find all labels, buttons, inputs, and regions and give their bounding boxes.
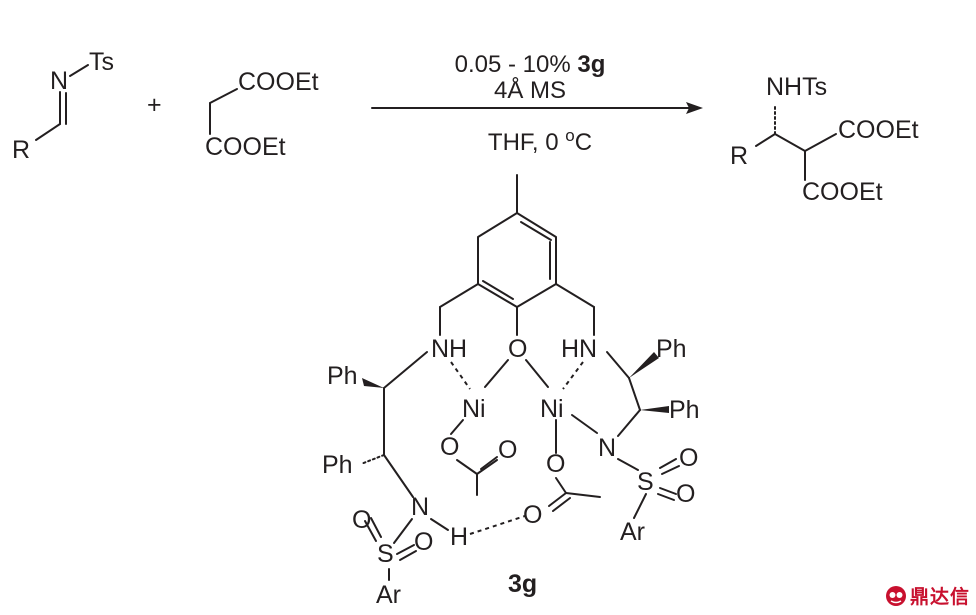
- catalyst-ar-left: Ar: [376, 581, 401, 609]
- watermark: 鼎达信: [885, 582, 970, 609]
- product-nhts-label: NHTs: [766, 73, 827, 101]
- catalyst-nh-left: NH: [431, 335, 467, 363]
- watermark-text: 鼎达信: [909, 586, 970, 608]
- imine-r-label: R: [12, 136, 30, 164]
- catalyst-label: 3g: [508, 570, 537, 598]
- catalyst-ph-lower-left: Ph: [322, 451, 353, 479]
- catalyst-ph-upper-left: Ph: [327, 362, 358, 390]
- imine-reactant: N Ts R: [12, 48, 114, 164]
- condition-catalyst-loading: 0.05 - 10% 3g: [455, 51, 606, 78]
- product-ester-top: COOEt: [838, 116, 919, 144]
- product-ester-bottom: COOEt: [802, 178, 883, 206]
- imine-n-label: N: [50, 67, 68, 95]
- catalyst-acetate-right-o1: O: [546, 450, 565, 478]
- imine-ts-label: Ts: [89, 48, 114, 76]
- watermark-logo-icon: [885, 585, 906, 606]
- catalyst-o-phenoxide: O: [508, 335, 527, 363]
- catalyst-ni-left: Ni: [462, 395, 486, 423]
- reaction-arrow: [371, 102, 703, 114]
- catalyst-sulfonyl-right-o2: O: [676, 480, 695, 508]
- catalyst-sulfonyl-left-o2: O: [414, 528, 433, 556]
- catalyst-acetate-right-o2: O: [523, 501, 542, 529]
- catalyst-sulfonyl-left-o1: O: [352, 506, 371, 534]
- malonate-ester-bottom: COOEt: [205, 133, 286, 161]
- catalyst-acetate-left-o1: O: [440, 433, 459, 461]
- catalyst-structure: [360, 174, 680, 581]
- malonate-ester-top: COOEt: [238, 68, 319, 96]
- catalyst-ph-lower-right: Ph: [669, 396, 700, 424]
- catalyst-h-left: H: [450, 523, 468, 551]
- catalyst-hn-right: HN: [561, 335, 597, 363]
- catalyst-n-left: N: [411, 493, 429, 521]
- catalyst-ph-upper-right: Ph: [656, 335, 687, 363]
- catalyst-sulfonyl-right-o1: O: [679, 444, 698, 472]
- catalyst-acetate-left-o2: O: [498, 436, 517, 464]
- malonate-reactant: COOEt COOEt: [205, 68, 319, 161]
- catalyst-ar-right: Ar: [620, 518, 645, 546]
- catalyst-ni-right: Ni: [540, 395, 564, 423]
- catalyst-s-right: S: [637, 468, 654, 496]
- catalyst-n-right: N: [598, 434, 616, 462]
- condition-molecular-sieves: 4Å MS: [494, 76, 566, 104]
- catalyst-s-left: S: [377, 540, 394, 568]
- condition-solvent-temperature: THF, 0 oC: [488, 126, 592, 156]
- product: NHTs R COOEt COOEt: [730, 73, 919, 206]
- product-r-label: R: [730, 142, 748, 170]
- plus-sign: +: [147, 91, 162, 119]
